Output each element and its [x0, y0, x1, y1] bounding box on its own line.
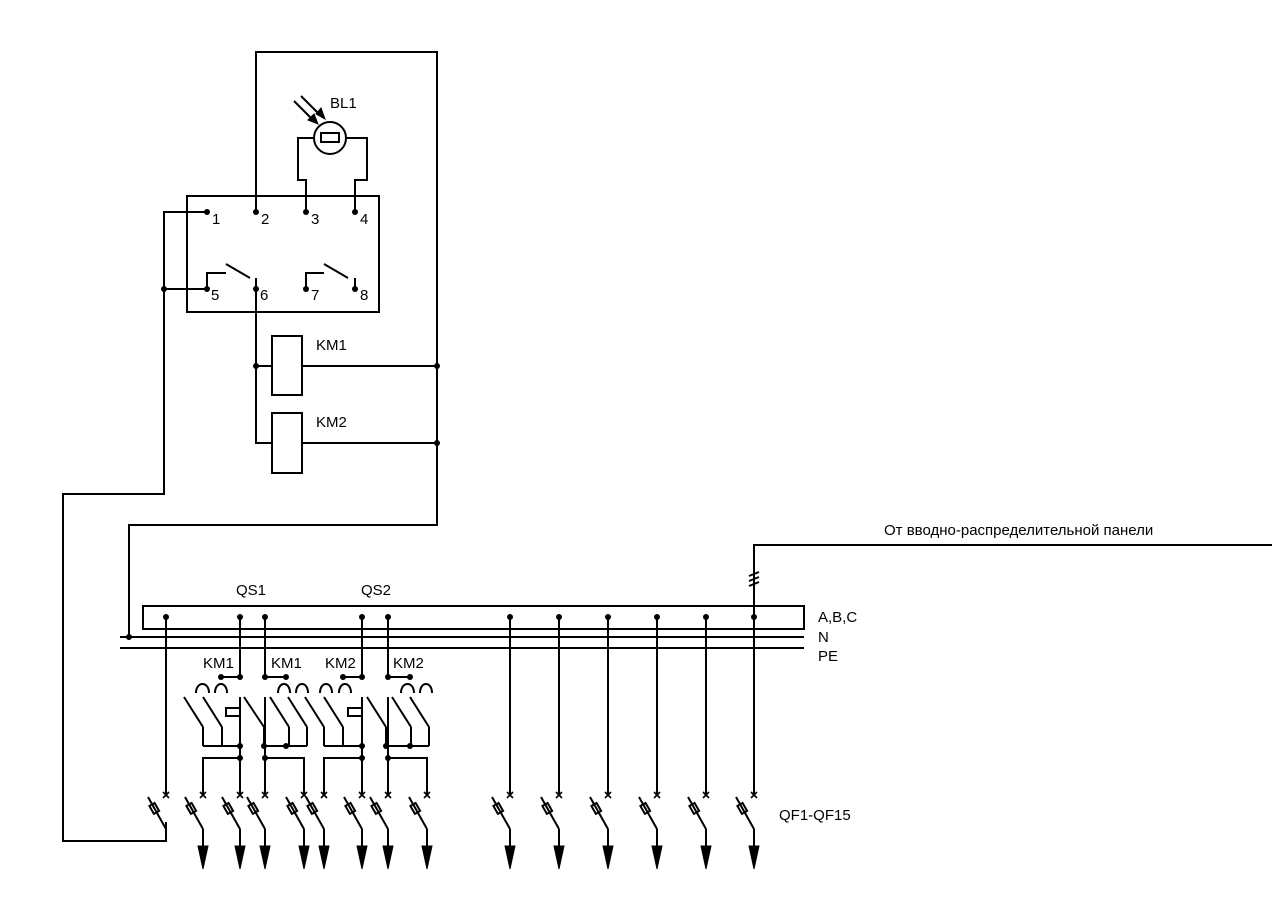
- breaker-trip: [148, 801, 161, 816]
- bus-n-label: N: [818, 629, 829, 646]
- breaker-cross: [236, 791, 244, 799]
- breaker-trip: [590, 801, 603, 816]
- sensor-label: BL1: [330, 95, 357, 112]
- breaker-trip: [306, 801, 319, 816]
- pin-label: 6: [260, 287, 268, 304]
- circuit-breaker: [285, 791, 310, 870]
- contact-km1-label: KM1: [271, 655, 302, 672]
- output-arrow-icon: [553, 845, 565, 870]
- relay-contact: [206, 263, 257, 289]
- circuit-breaker: [540, 791, 565, 870]
- breaker-trip: [409, 801, 422, 816]
- output-arrow-icon: [382, 845, 394, 870]
- coil-km1-label: KM1: [316, 337, 347, 354]
- output-arrow-icon: [748, 845, 760, 870]
- output-arrow-icon: [197, 845, 209, 870]
- circuit-breaker: [491, 791, 516, 870]
- circuit-breaker: [687, 791, 712, 870]
- breaker-trip: [247, 801, 260, 816]
- circuit-breaker: [735, 791, 760, 870]
- bus-abc-label: A,B,C: [818, 609, 857, 626]
- terminal-1-wire: [62, 211, 207, 842]
- circuit-breaker: [369, 791, 394, 870]
- breaker-cross: [702, 791, 710, 799]
- circuit-breaker: [305, 791, 330, 870]
- breaker-trip: [344, 801, 357, 816]
- breaker-cross: [653, 791, 661, 799]
- three-phase-ticks: [748, 571, 760, 587]
- breaker-trip: [736, 801, 749, 816]
- output-arrow-icon: [602, 845, 614, 870]
- circuit-breaker: [147, 791, 170, 841]
- switch-qs1-label: QS1: [236, 582, 266, 599]
- light-arrows-icon: [293, 95, 326, 125]
- circuit-breaker: [246, 791, 271, 870]
- breaker-cross: [750, 791, 758, 799]
- breaker-trip: [286, 801, 299, 816]
- circuit-breaker: [221, 791, 246, 870]
- control-loop-wire: [128, 51, 438, 637]
- pin-label: 4: [360, 211, 368, 228]
- bus-drops: [163, 614, 757, 795]
- pin-label: 2: [261, 211, 269, 228]
- output-arrow-icon: [356, 845, 368, 870]
- breaker-cross: [358, 791, 366, 799]
- breaker-trip: [639, 801, 652, 816]
- pin-label: 5: [211, 287, 219, 304]
- bus-pe-label: PE: [818, 648, 838, 665]
- output-arrow-icon: [318, 845, 330, 870]
- breaker-cross: [162, 791, 170, 799]
- incoming-supply-wire: [753, 544, 1272, 617]
- breakers-label: QF1-QF15: [779, 807, 851, 824]
- breaker-cross: [555, 791, 563, 799]
- contact-km2-label: KM2: [325, 655, 356, 672]
- output-arrow-icon: [234, 845, 246, 870]
- pin-label: 7: [311, 287, 319, 304]
- circuit-breaker: [638, 791, 663, 870]
- breaker-cross: [199, 791, 207, 799]
- breaker-trip: [492, 801, 505, 816]
- breaker-trip: [185, 801, 198, 816]
- breaker-cross: [604, 791, 612, 799]
- breaker-cross: [320, 791, 328, 799]
- circuit-breaker: [184, 791, 209, 870]
- circuit-breakers: [147, 791, 760, 870]
- pin-label: 3: [311, 211, 319, 228]
- output-arrow-icon: [504, 845, 516, 870]
- contactor-network: [183, 617, 433, 795]
- source-label: От вводно-распределительной панели: [884, 522, 1153, 539]
- breaker-trip: [222, 801, 235, 816]
- relay-box: [186, 195, 380, 313]
- output-arrow-icon: [700, 845, 712, 870]
- output-arrow-icon: [259, 845, 271, 870]
- output-arrow-icon: [651, 845, 663, 870]
- pin-label: 1: [212, 211, 220, 228]
- switch-qs2-label: QS2: [361, 582, 391, 599]
- coil-feed-wire: [255, 289, 272, 444]
- circuit-breaker: [343, 791, 368, 870]
- breaker-cross: [506, 791, 514, 799]
- contact-km2-label: KM2: [393, 655, 424, 672]
- breaker-cross: [300, 791, 308, 799]
- pin-label: 8: [360, 287, 368, 304]
- photo-sensor: [297, 121, 368, 212]
- coil-km2: [271, 412, 303, 474]
- contact-km1-label: KM1: [203, 655, 234, 672]
- breaker-cross: [423, 791, 431, 799]
- breaker-cross: [384, 791, 392, 799]
- circuit-breaker: [589, 791, 614, 870]
- circuit-breaker: [408, 791, 433, 870]
- breaker-trip: [370, 801, 383, 816]
- coil-km2-label: KM2: [316, 414, 347, 431]
- relay-contact: [305, 263, 356, 289]
- output-arrow-icon: [298, 845, 310, 870]
- bus-abc: [142, 605, 805, 630]
- output-arrow-icon: [421, 845, 433, 870]
- coil-km1: [271, 335, 303, 396]
- breaker-trip: [688, 801, 701, 816]
- breaker-cross: [261, 791, 269, 799]
- breaker-trip: [541, 801, 554, 816]
